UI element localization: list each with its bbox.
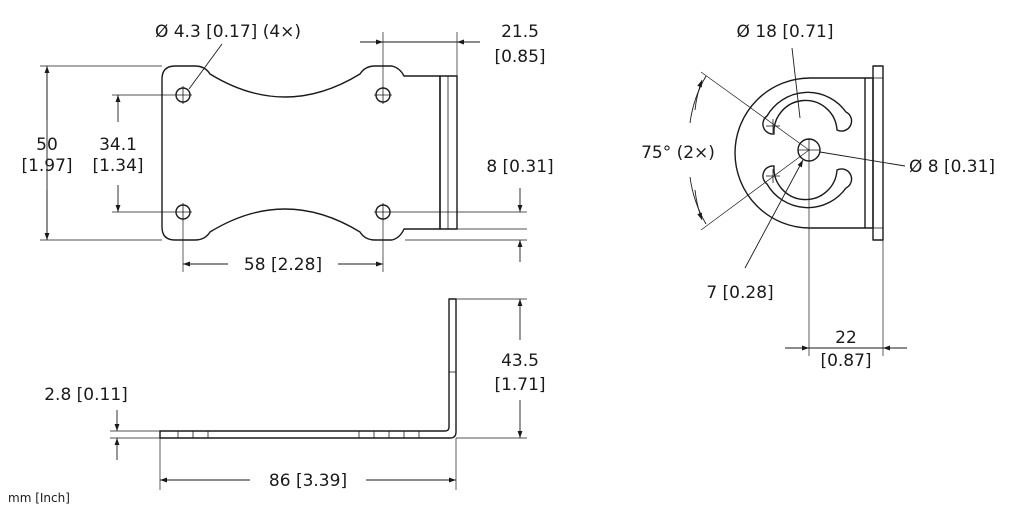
hole-leader: [188, 43, 223, 90]
center-hole-diameter-label: Ø 8 [0.31]: [909, 157, 995, 177]
plate-outline: [161, 65, 441, 241]
height-label: 50: [36, 135, 58, 155]
units-note: mm [Inch]: [8, 491, 70, 505]
hole-spacing-h-label: 58 [2.28]: [244, 255, 322, 275]
hole-spacing-v-inch-label: [1.34]: [92, 156, 143, 176]
top-view: Ø 4.3 [0.17] (4×) 21.5 [0.85] 50 [1.97] …: [21, 22, 553, 275]
disc-outline: [734, 77, 865, 229]
mounting-hole: [174, 203, 192, 221]
disc-diameter-label: Ø 18 [0.71]: [737, 22, 834, 42]
side-view: 75° (2×) Ø 18 [0.71] Ø 8 [0.31] 7 [0.28]…: [641, 22, 995, 371]
flange-height-label: 43.5: [501, 351, 539, 371]
center-offset-label: 22: [835, 328, 857, 348]
mounting-hole: [374, 86, 392, 104]
center-offset-inch-label: [0.87]: [820, 351, 871, 371]
offset-label: 8 [0.31]: [486, 157, 553, 177]
mounting-hole: [174, 86, 192, 104]
flange-edge: [439, 75, 458, 230]
center-hole-leader: [819, 151, 906, 167]
flange-height-inch-label: [1.71]: [494, 375, 545, 395]
length-label: 86 [3.39]: [269, 471, 347, 491]
lower-slot: [762, 165, 853, 209]
flange-side: [864, 77, 874, 229]
flange-width-label: 21.5: [501, 22, 539, 42]
height-inch-label: [1.97]: [21, 156, 72, 176]
flange-side-edge: [872, 65, 884, 241]
thickness-label: 2.8 [0.11]: [44, 385, 128, 405]
flange-width-inch-label: [0.85]: [494, 47, 545, 67]
hole-diameter-label: Ø 4.3 [0.17] (4×): [155, 22, 301, 42]
mounting-hole: [374, 203, 392, 221]
slot-radius-leader: [744, 159, 804, 269]
upper-slot: [762, 91, 853, 135]
slot-radius-label: 7 [0.28]: [706, 283, 773, 303]
disc-dia-leader: [791, 47, 801, 119]
front-view: 43.5 [1.71] 2.8 [0.11] 86 [3.39]: [44, 298, 546, 491]
bracket-profile: [159, 298, 457, 439]
angle-label: 75° (2×): [641, 143, 715, 163]
hole-spacing-v-label: 34.1: [99, 135, 137, 155]
